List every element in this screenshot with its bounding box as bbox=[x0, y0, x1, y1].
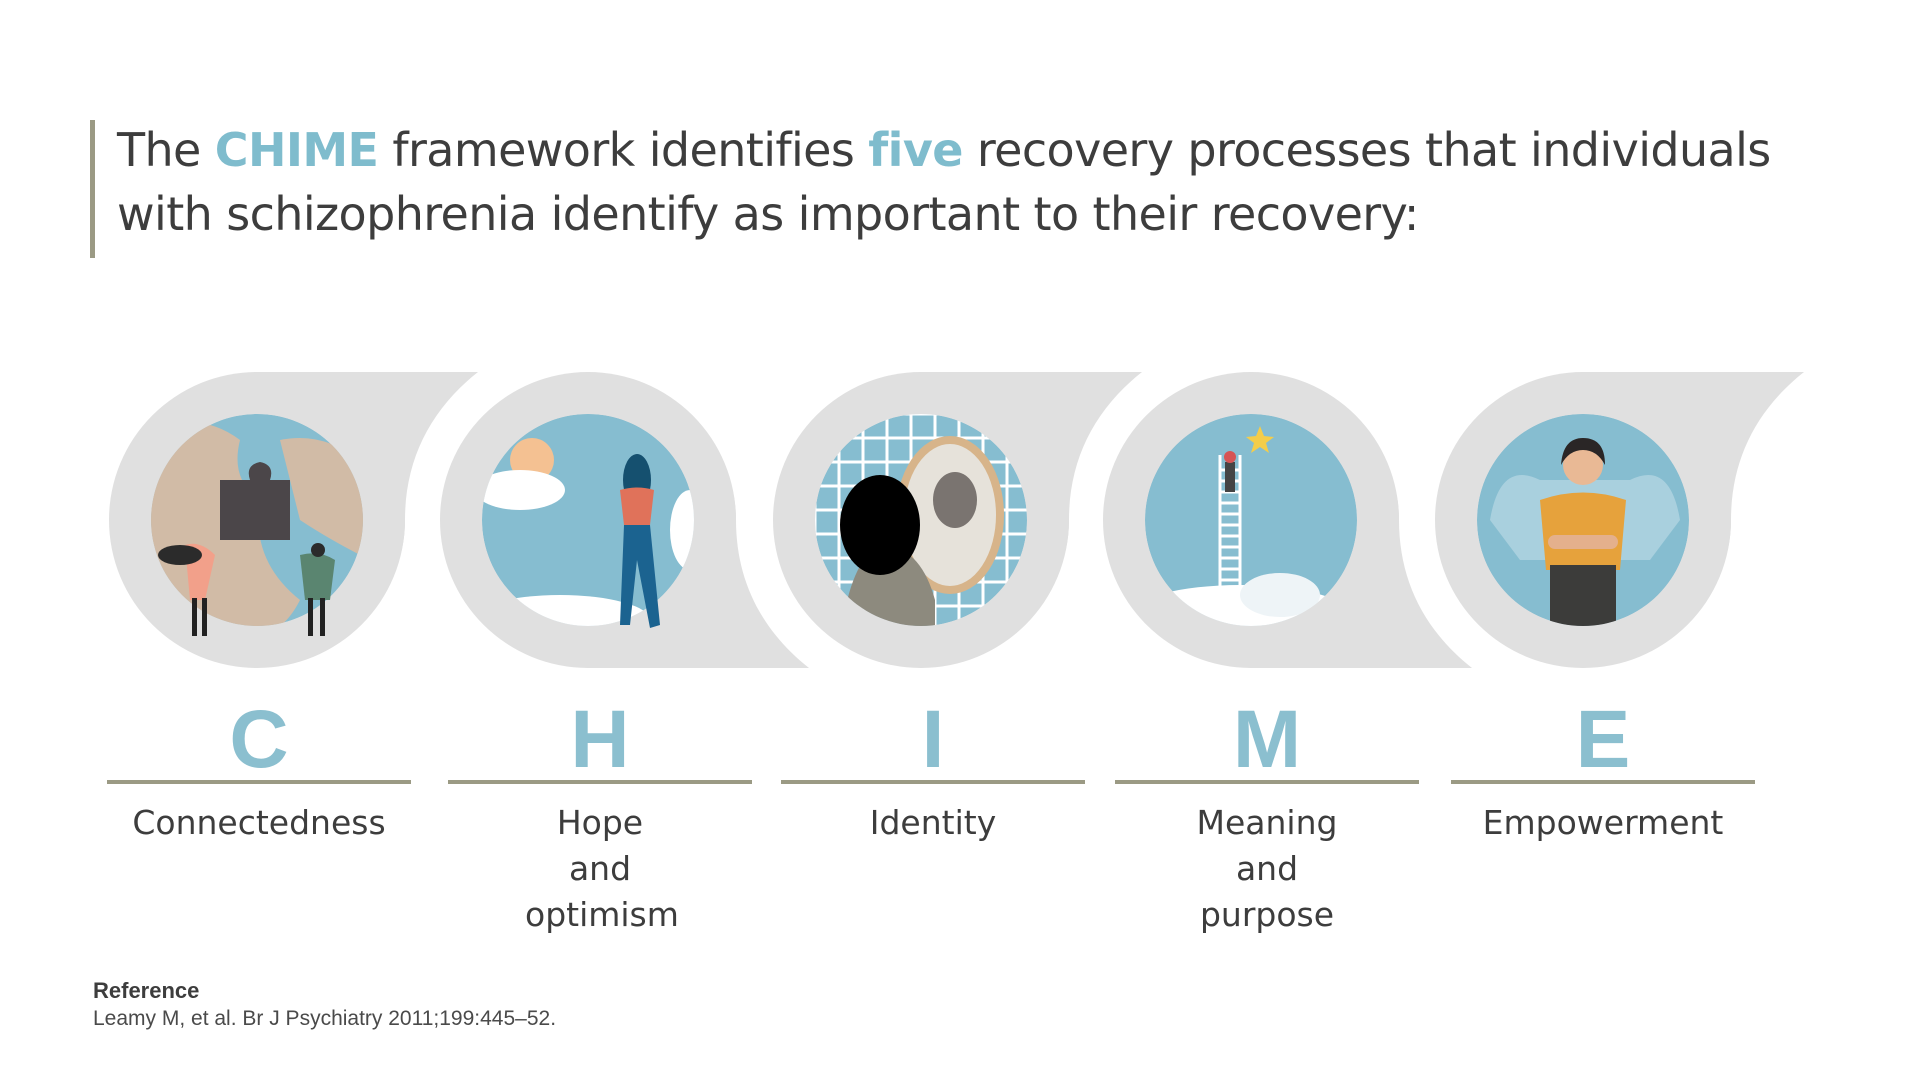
ladder-star-icon bbox=[1145, 414, 1357, 626]
divider bbox=[781, 780, 1085, 784]
process-label: Connectedness bbox=[132, 803, 386, 842]
divider bbox=[1451, 780, 1755, 784]
strong-woman-icon bbox=[1477, 414, 1689, 626]
reference-citation: Leamy M, et al. Br J Psychiatry 2011;199… bbox=[93, 1007, 557, 1030]
process-letter: H bbox=[570, 694, 630, 785]
headline: The CHIME framework identifies five reco… bbox=[117, 118, 1867, 246]
process-label: Identity bbox=[869, 803, 997, 842]
woman-figure bbox=[620, 454, 660, 628]
process-letter: C bbox=[229, 694, 289, 785]
process-label: Empowerment bbox=[1482, 803, 1724, 842]
divider bbox=[448, 780, 752, 784]
headline-highlight-five: five bbox=[868, 123, 963, 177]
star-icon bbox=[1246, 426, 1274, 453]
reference-title: Reference bbox=[93, 978, 200, 1003]
divider bbox=[1115, 780, 1419, 784]
process-letter: M bbox=[1232, 694, 1302, 785]
process-label: Hope and optimism bbox=[525, 803, 679, 934]
headline-accent-bar bbox=[90, 120, 95, 258]
headline-text: recovery processes that individuals with… bbox=[117, 123, 1771, 241]
mirror-icon bbox=[815, 414, 1027, 626]
headline-highlight-chime: CHIME bbox=[214, 123, 379, 177]
headline-text: framework identifies bbox=[378, 123, 869, 177]
headline-text: The bbox=[117, 123, 215, 177]
process-letter: E bbox=[1575, 694, 1631, 785]
process-label: Meaning and purpose bbox=[1196, 803, 1338, 934]
people-icon bbox=[158, 543, 335, 636]
process-letter: I bbox=[921, 694, 945, 785]
divider bbox=[107, 780, 411, 784]
